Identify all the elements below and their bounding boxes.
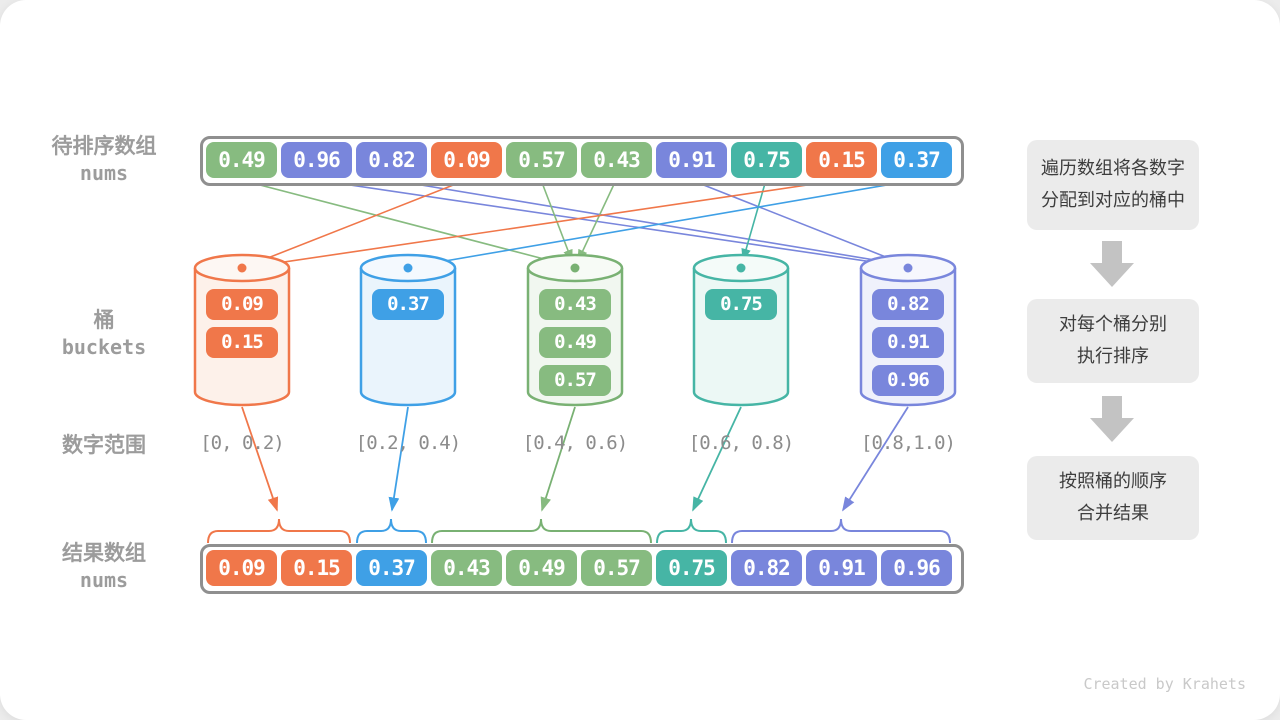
step-text-line: 按照桶的顺序 <box>1059 470 1167 492</box>
bucket-inlet-dot <box>736 263 746 273</box>
bucket-chip: 0.49 <box>539 327 611 358</box>
step-box-sort: 对每个桶分别 执行排序 <box>1027 299 1199 383</box>
bucket-chip: 0.09 <box>206 289 278 320</box>
brace-green <box>431 518 652 544</box>
flow-line <box>414 179 917 269</box>
step-arrow-down-icon <box>1090 241 1134 287</box>
source-array-label-cn: 待排序数组 <box>51 134 157 158</box>
bucket-inlet-dot <box>237 263 247 273</box>
result-array: 0.09 0.15 0.37 0.43 0.49 0.57 0.75 0.82 … <box>200 544 964 594</box>
array-cell: 0.75 <box>731 142 802 178</box>
brace-orange <box>207 518 351 544</box>
array-cell: 0.37 <box>356 550 427 586</box>
array-cell: 0.37 <box>881 142 952 178</box>
bucket-arrow <box>241 406 279 512</box>
step-text-line: 执行排序 <box>1077 346 1149 367</box>
array-cell: 0.49 <box>206 142 277 178</box>
bucket-inlet-dot <box>903 263 913 273</box>
bucket-chip: 0.43 <box>539 289 611 320</box>
bucket-chip: 0.96 <box>872 365 944 396</box>
step-text-line: 遍历数组将各数字 <box>1041 157 1185 179</box>
flow-line <box>248 179 842 271</box>
bucket-chip: 0.37 <box>372 289 444 320</box>
bucket-chip: 0.82 <box>872 289 944 320</box>
range-label: [0.2, 0.4) <box>355 432 461 454</box>
range-label: [0.4, 0.6) <box>522 432 628 454</box>
array-cell: 0.96 <box>281 142 352 178</box>
bucket-arrow <box>842 406 909 512</box>
array-cell: 0.15 <box>806 142 877 178</box>
result-array-label-cn: 结果数组 <box>62 541 146 565</box>
step-box-distribute: 遍历数组将各数字 分配到对应的桶中 <box>1027 140 1199 230</box>
bucket-inlet-dot <box>403 263 413 273</box>
flow-line <box>240 179 569 267</box>
watermark: Created by Krahets <box>1083 675 1246 693</box>
step-text-line: 对每个桶分别 <box>1059 313 1167 335</box>
bucket-cylinder-teal <box>692 253 790 407</box>
ranges-label-cn: 数字范围 <box>62 433 146 457</box>
array-cell: 0.82 <box>356 142 427 178</box>
bucket-inlet-dot <box>570 263 580 273</box>
buckets-label-cn: 桶 <box>93 308 115 332</box>
range-label: [0.8,1.0) <box>861 432 956 454</box>
source-array: 0.49 0.96 0.82 0.09 0.57 0.43 0.91 0.75 … <box>200 136 964 186</box>
distribution-lines <box>240 179 917 271</box>
range-label: [0.6, 0.8) <box>688 432 794 454</box>
bucket-arrow <box>540 406 576 512</box>
bucket-chip: 0.91 <box>872 327 944 358</box>
step-arrow-down-icon <box>1090 396 1134 442</box>
bucket-arrow <box>692 406 742 512</box>
brace-indigo <box>731 518 951 544</box>
bucket-cylinder-blue <box>359 253 457 407</box>
array-cell: 0.49 <box>506 550 577 586</box>
array-cell: 0.82 <box>731 550 802 586</box>
array-cell: 0.43 <box>431 550 502 586</box>
step-box-merge: 按照桶的顺序 合并结果 <box>1027 456 1199 540</box>
buckets-label: 桶 buckets <box>18 307 190 360</box>
array-cell: 0.15 <box>281 550 352 586</box>
brace-teal <box>656 518 727 544</box>
flow-line <box>248 179 467 266</box>
result-braces <box>207 518 951 544</box>
bucket-chip: 0.57 <box>539 365 611 396</box>
step-text-line: 分配到对应的桶中 <box>1041 190 1185 211</box>
array-cell: 0.09 <box>431 142 502 178</box>
bucket-chip: 0.15 <box>206 327 278 358</box>
buckets-label-var: buckets <box>61 335 147 360</box>
result-array-label: 结果数组 nums <box>18 540 190 593</box>
flow-line <box>577 179 617 263</box>
brace-blue <box>356 518 427 544</box>
result-array-label-var: nums <box>79 568 129 593</box>
flow-line <box>540 179 573 263</box>
array-cell: 0.96 <box>881 550 952 586</box>
flow-line <box>741 179 767 262</box>
array-cell: 0.09 <box>206 550 277 586</box>
flow-line <box>690 179 903 264</box>
range-label: [0, 0.2) <box>200 432 285 454</box>
merge-arrows <box>241 406 909 512</box>
ranges-label: 数字范围 <box>18 432 190 459</box>
array-cell: 0.43 <box>581 142 652 178</box>
source-array-label-var: nums <box>79 161 129 186</box>
array-cell: 0.57 <box>506 142 577 178</box>
flow-line <box>315 179 902 270</box>
flow-line <box>390 179 901 267</box>
array-cell: 0.75 <box>656 550 727 586</box>
step-text-line: 合并结果 <box>1077 503 1149 524</box>
bucket-arrow <box>388 406 409 512</box>
array-cell: 0.91 <box>656 142 727 178</box>
source-array-label: 待排序数组 nums <box>18 133 190 186</box>
array-cell: 0.57 <box>581 550 652 586</box>
bucket-chip: 0.75 <box>705 289 777 320</box>
array-cell: 0.91 <box>806 550 877 586</box>
